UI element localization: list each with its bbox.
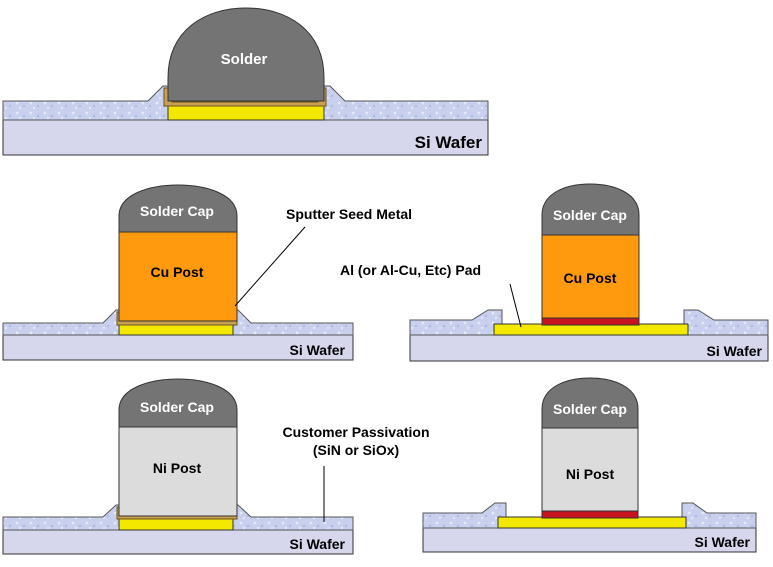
annotation-al-pad: Al (or Al-Cu, Etc) Pad [340,262,522,328]
si-wafer-layer [422,527,757,553]
ni-post [118,426,238,517]
panel-cu-post: Solder Cap Cu Post Si Wafer [2,184,354,361]
al-pad [497,516,687,529]
cu-post-label: Cu Post [151,264,204,280]
si-wafer-layer [2,119,489,156]
cu-post-label: Cu Post [564,270,617,286]
cu-post [118,231,238,322]
cu-post [541,234,640,319]
si-wafer-layer [2,334,354,361]
solder-cap [118,184,238,233]
annotation-customer-passivation: Customer Passivation (SiN or SiOx) [282,424,430,522]
panel-cu-post-ubm: Solder Cap Cu Post Si Wafer [409,183,769,362]
sputter-seed-metal-label: Sputter Seed Metal [286,206,412,222]
si-wafer-label: Si Wafer [290,342,346,358]
al-pad [118,324,234,336]
al-pad [118,518,234,531]
si-wafer-layer [409,334,769,362]
customer-passivation-label-line1: Customer Passivation [282,424,429,440]
solder-cap-label: Solder Cap [140,203,214,219]
al-pad-label: Al (or Al-Cu, Etc) Pad [340,262,481,278]
si-wafer-label: Si Wafer [707,343,763,359]
ubm-layer [541,510,639,519]
solder-cap-label: Solder Cap [553,401,627,417]
panel-ni-post-ubm: Solder Cap Ni Post Si Wafer [422,377,757,553]
solder-cap-label: Solder Cap [553,207,627,223]
ni-post-label: Ni Post [153,460,202,476]
solder-cap-label: Solder Cap [140,399,214,415]
si-wafer-label: Si Wafer [415,133,483,152]
al-pad [167,105,325,121]
si-wafer-label: Si Wafer [695,534,751,550]
ni-post-label: Ni Post [566,466,615,482]
al-pad-pointer [509,283,522,328]
panel-ni-post: Solder Cap Ni Post Si Wafer [2,378,354,555]
annotation-sputter-seed-metal: Sputter Seed Metal [234,206,412,307]
solder-cap [118,378,238,428]
sputter-seed-metal-pointer [234,226,306,307]
customer-passivation-label-line2: (SiN or SiOx) [313,442,399,458]
si-wafer-label: Si Wafer [290,536,346,552]
panel-solder-bump: Solder Si Wafer [2,7,489,156]
solder-bump-shape [167,7,325,102]
al-pad [493,323,689,336]
solder-cap [541,377,639,429]
ubm-layer [541,317,640,326]
solder-label: Solder [221,51,268,68]
ni-post [541,427,639,512]
solder-cap [541,183,640,236]
